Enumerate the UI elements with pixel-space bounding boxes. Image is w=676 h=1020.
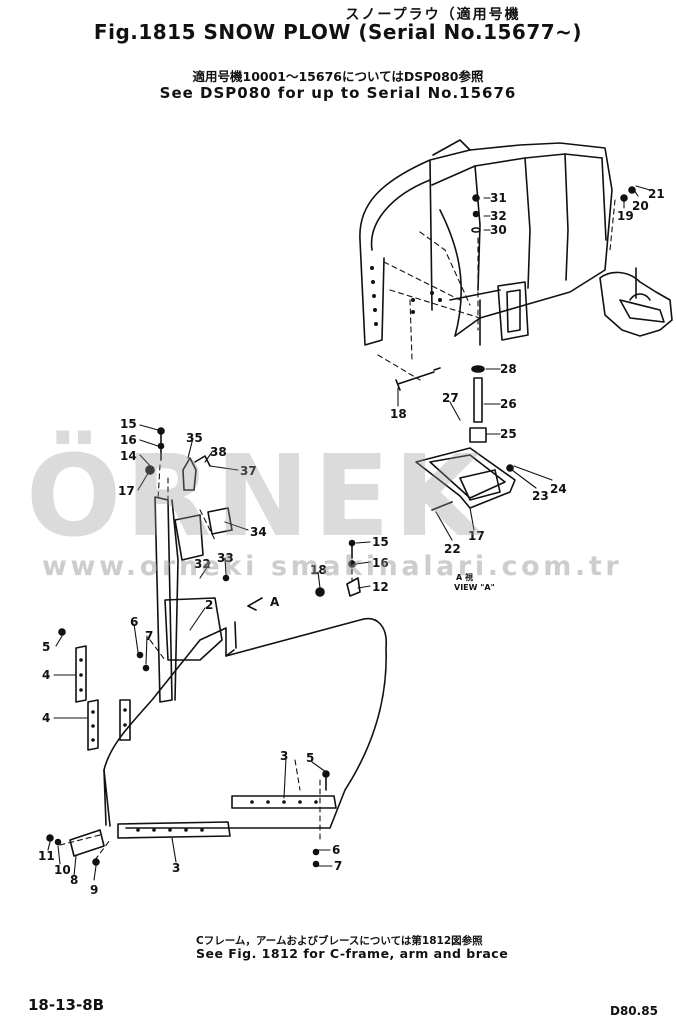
callout-label: 16 [120, 433, 137, 447]
callout-label: 2 [205, 598, 213, 612]
callout-label: 33 [217, 551, 234, 565]
footer-note-japanese: Cフレーム，アームおよびブレースについては第1812図参照 [196, 935, 483, 947]
callout-label: 5 [306, 751, 314, 765]
callout-label: 4 [42, 711, 50, 725]
plow-blade [69, 457, 387, 857]
callout-label: 6 [332, 843, 340, 857]
callout-label: 26 [500, 397, 517, 411]
callout-label: 25 [500, 427, 517, 441]
callout-label: 9 [90, 883, 98, 897]
callout-label: 18 [390, 407, 407, 421]
callout-label: 37 [240, 464, 257, 478]
callout-label: 3 [172, 861, 180, 875]
callout-label: 34 [250, 525, 267, 539]
callout-label: 15 [120, 417, 137, 431]
callout-label: 31 [490, 191, 507, 205]
leader-lines [47, 185, 651, 881]
callout-label: 17 [468, 529, 485, 543]
callout-label: 18 [310, 563, 327, 577]
callout-label: 28 [500, 362, 517, 376]
pin-assembly [469, 365, 487, 443]
callout-label: 14 [120, 449, 137, 463]
callout-label: 7 [334, 859, 342, 873]
serial-note-japanese: 適用号機10001～15676についてはDSP080参照 [192, 69, 484, 84]
view-arrow [247, 597, 263, 611]
callout-label: 15 [372, 535, 389, 549]
callout-label: 12 [372, 580, 389, 594]
callout-label: 11 [38, 849, 55, 863]
title-japanese: スノープラウ（適用号機 [345, 7, 521, 23]
callout-label: 27 [442, 391, 459, 405]
callout-label: 17 [118, 484, 135, 498]
callout-label: 20 [632, 199, 649, 213]
callout-label: 38 [210, 445, 227, 459]
callout-label: 8 [70, 873, 78, 887]
view-label: VIEW "A" [454, 583, 495, 592]
callout-label: 22 [444, 542, 461, 556]
callout-label: 3 [280, 749, 288, 763]
callout-label: 21 [648, 187, 665, 201]
callout-label: 19 [617, 209, 634, 223]
view-arrow-label: A [270, 595, 280, 609]
machine-body [359, 139, 673, 346]
callout-label: 10 [54, 863, 71, 877]
serial-note: See DSP080 for up to Serial No.15676 [159, 84, 517, 102]
callout-label: 32 [194, 557, 211, 571]
figure-title: Fig.1815 SNOW PLOW (Serial No.15677~) [93, 20, 583, 44]
hardware [46, 186, 636, 868]
callout-label: 32 [490, 209, 507, 223]
page-number: 18-13-8B [28, 996, 105, 1014]
model-code: D80.85 [610, 1004, 658, 1018]
callout-label: 5 [42, 640, 50, 654]
callout-label: 16 [372, 556, 389, 570]
callout-label: 23 [532, 489, 549, 503]
callout-label: 7 [145, 629, 153, 643]
callout-label: 4 [42, 668, 50, 682]
view-label-japanese: A 視 [456, 572, 473, 582]
callout-label: 6 [130, 615, 138, 629]
callout-label: 35 [186, 431, 203, 445]
callout-label: 24 [550, 482, 567, 496]
part-18-bolt [395, 367, 441, 391]
footer-note: See Fig. 1812 for C-frame, arm and brace [196, 946, 509, 961]
callout-label: 30 [490, 223, 507, 237]
part-17-bracket [415, 447, 516, 511]
